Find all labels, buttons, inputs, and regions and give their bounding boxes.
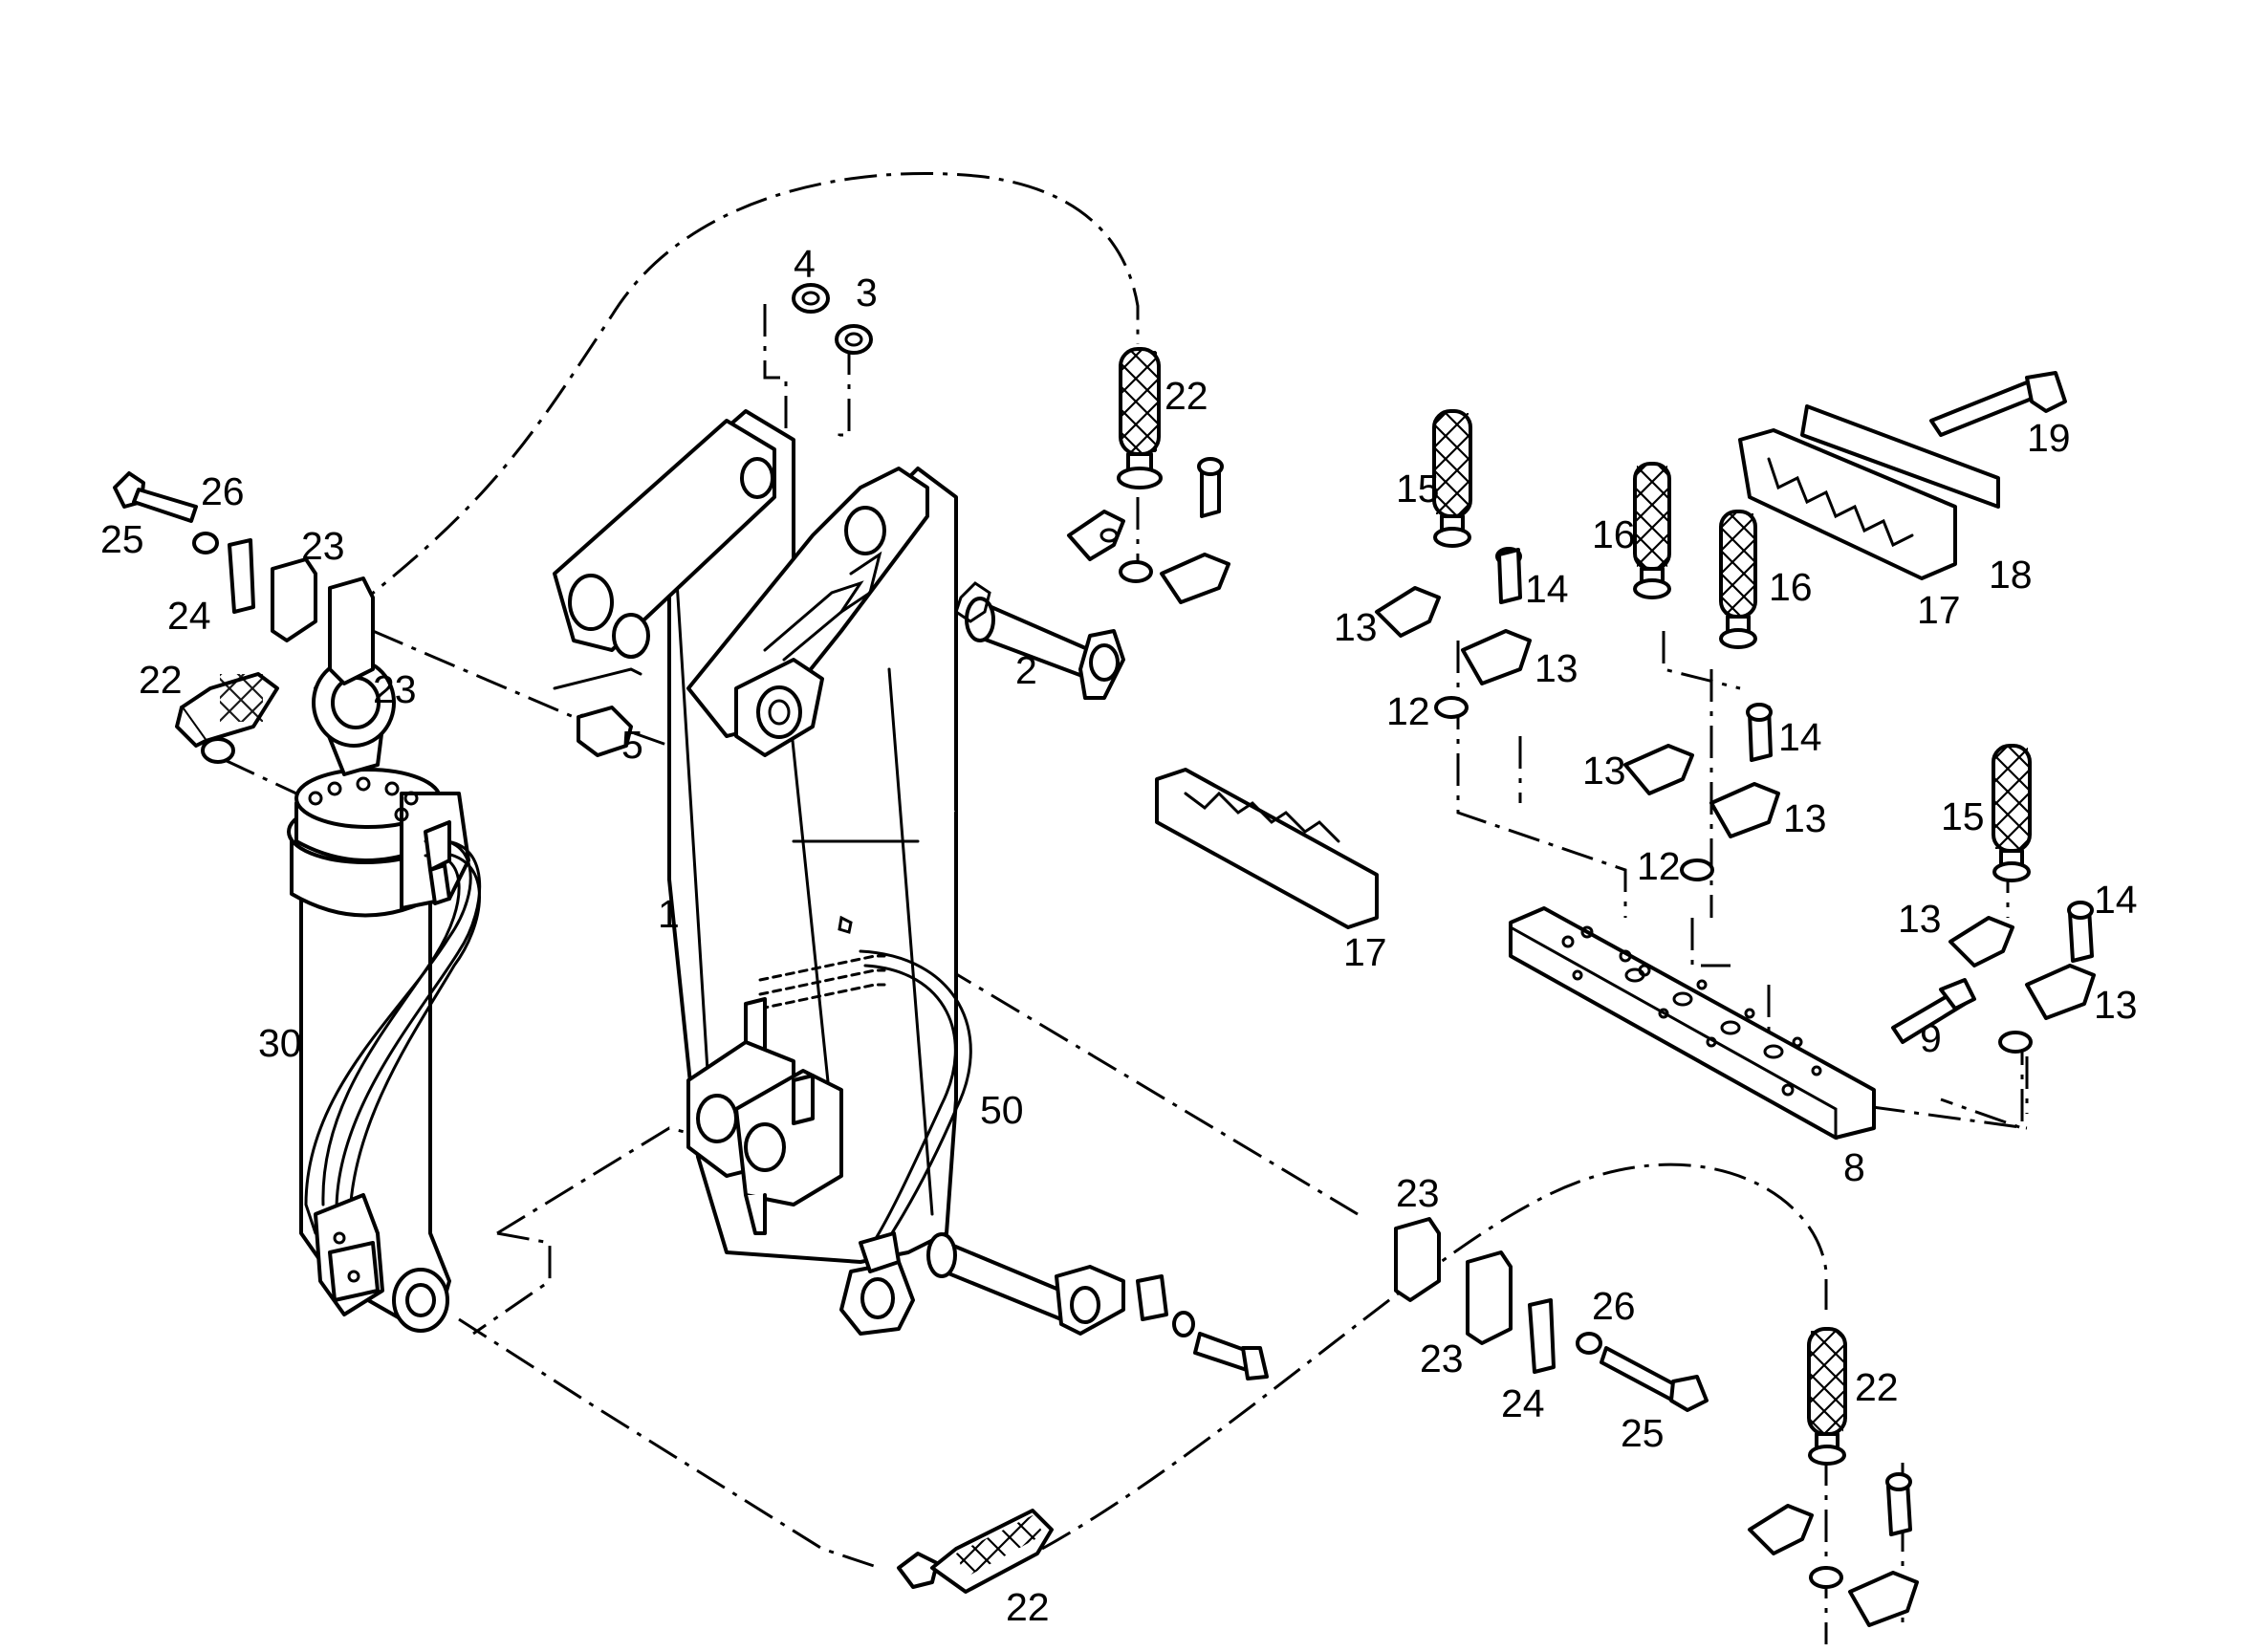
hydraulic-cylinder: [287, 658, 482, 1333]
callout-17: 17: [1343, 930, 1387, 974]
callout-1: 1: [658, 892, 680, 936]
lower-clamp-group: [1394, 1217, 1709, 1412]
hose-15-16-group: [1375, 409, 2096, 1054]
callout-22: 22: [139, 658, 183, 702]
lower-pin: [926, 1232, 1269, 1380]
callout-22: 22: [1165, 374, 1208, 418]
callout-12: 12: [1386, 689, 1430, 733]
hose-22-top: [1067, 347, 1230, 604]
callout-24: 24: [167, 594, 211, 638]
hose-50: [859, 949, 972, 1273]
callout-8: 8: [1843, 1145, 1865, 1189]
callout-13: 13: [1535, 646, 1578, 690]
callout-25: 25: [1621, 1411, 1665, 1455]
callout-19: 19: [2027, 416, 2071, 460]
callout-16: 16: [1769, 565, 1813, 609]
callout-labels: 4 3 22 26 25 23 24 22 23 5 2 1 30 50 15 …: [100, 242, 2138, 1629]
callout-25: 25: [100, 517, 144, 561]
callout-14: 14: [1525, 567, 1569, 611]
callout-22: 22: [1855, 1365, 1899, 1409]
callout-13: 13: [1582, 749, 1626, 793]
boom-frame: [553, 409, 958, 1336]
callout-9: 9: [1920, 1016, 1942, 1060]
clamp-bar-group: [1155, 371, 2067, 929]
callout-22: 22: [1006, 1585, 1050, 1629]
callout-30: 30: [258, 1021, 302, 1065]
hose-22-lower: [897, 1327, 1919, 1627]
callout-16: 16: [1592, 512, 1636, 556]
callout-15: 15: [1941, 794, 1985, 838]
callout-15: 15: [1396, 467, 1440, 511]
callout-18: 18: [1989, 553, 2033, 597]
callout-3: 3: [856, 271, 878, 315]
callout-5: 5: [621, 723, 643, 767]
callout-23: 23: [1396, 1171, 1440, 1215]
callout-17: 17: [1917, 588, 1961, 632]
callout-23: 23: [301, 524, 345, 568]
callout-13: 13: [1334, 605, 1378, 649]
callout-24: 24: [1501, 1381, 1545, 1425]
callout-26: 26: [201, 469, 245, 513]
callout-4: 4: [794, 242, 816, 286]
callout-23: 23: [1420, 1337, 1464, 1380]
callout-23: 23: [373, 667, 417, 711]
callout-14: 14: [1778, 715, 1822, 759]
callout-13: 13: [1898, 897, 1942, 941]
callout-26: 26: [1592, 1284, 1636, 1328]
callout-13: 13: [1783, 796, 1827, 840]
left-clamp-group: [113, 471, 375, 764]
washers-and-plug: [553, 283, 873, 757]
callout-13: 13: [2094, 983, 2138, 1027]
callout-2: 2: [1015, 648, 1037, 692]
pin-2: [954, 581, 1125, 700]
manifold-plate-8: [1509, 906, 1976, 1141]
callout-14: 14: [2094, 878, 2138, 922]
callout-12: 12: [1637, 844, 1681, 888]
callout-50: 50: [980, 1088, 1024, 1132]
